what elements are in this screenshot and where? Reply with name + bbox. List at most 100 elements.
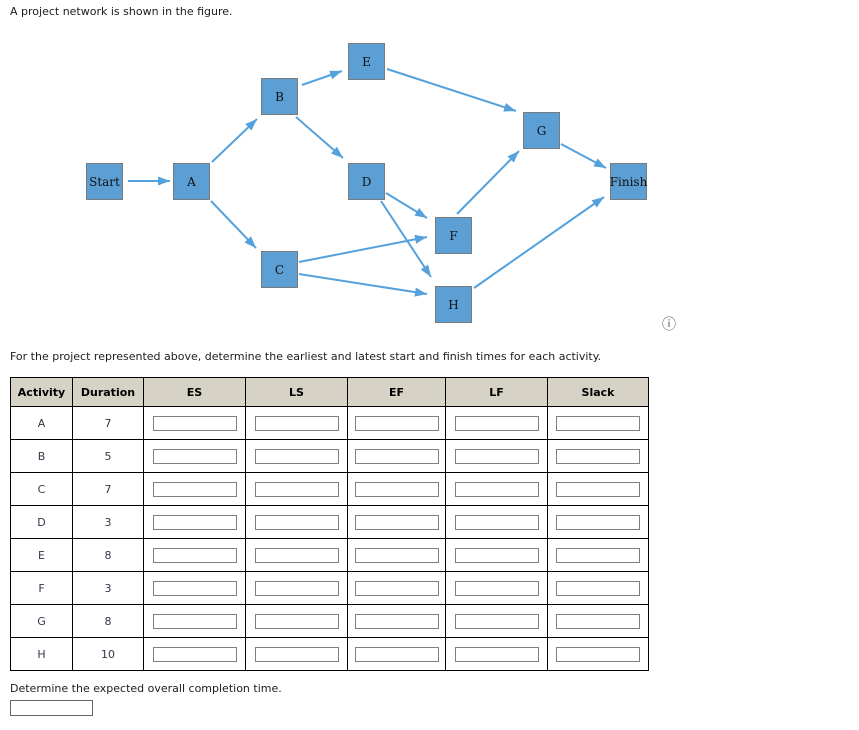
table-row: G 8 [10,604,649,638]
activity-table: Activity Duration ES LS EF LF Slack A 7 … [10,377,649,671]
slack-input[interactable] [556,646,640,662]
lf-input[interactable] [454,481,539,497]
node-f: F [435,217,472,254]
activity-label: A [10,406,73,440]
ls-input[interactable] [254,613,339,629]
ef-input[interactable] [354,415,439,431]
es-input[interactable] [152,646,237,662]
col-header-duration: Duration [72,377,144,407]
col-header-ef: EF [347,377,446,407]
activity-label: G [10,604,73,638]
node-h: H [435,286,472,323]
ef-input[interactable] [354,481,439,497]
table-header-row: Activity Duration ES LS EF LF Slack [10,377,649,407]
es-input[interactable] [152,448,237,464]
col-header-ls: LS [245,377,348,407]
lf-input[interactable] [454,547,539,563]
es-input[interactable] [152,514,237,530]
edge-c-h [298,273,428,297]
node-start: Start [86,163,123,200]
ef-input[interactable] [354,547,439,563]
slack-input[interactable] [556,415,640,431]
lf-input[interactable] [454,448,539,464]
slack-input[interactable] [556,613,640,629]
edge-f-g [456,150,520,215]
es-input[interactable] [152,613,237,629]
ef-input[interactable] [354,613,439,629]
es-input[interactable] [152,580,237,596]
ef-input[interactable] [354,646,439,662]
edge-a-c [210,200,257,249]
edge-d-f [385,192,428,219]
node-e: E [348,43,385,80]
instruction-text: For the project represented above, deter… [10,350,602,363]
node-a: A [173,163,210,200]
table-row: D 3 [10,505,649,539]
edge-g-finish [560,143,607,169]
es-input[interactable] [152,415,237,431]
duration-value: 5 [72,439,144,473]
ef-input[interactable] [354,580,439,596]
lf-input[interactable] [454,646,539,662]
info-icon[interactable]: ⓘ [662,317,676,333]
ls-input[interactable] [254,514,339,530]
duration-value: 8 [72,604,144,638]
lf-input[interactable] [454,514,539,530]
col-header-slack: Slack [547,377,649,407]
activity-label: F [10,571,73,605]
table-row: E 8 [10,538,649,572]
activity-label: C [10,472,73,506]
es-input[interactable] [152,481,237,497]
node-c: C [261,251,298,288]
ef-input[interactable] [354,448,439,464]
col-header-lf: LF [445,377,548,407]
duration-value: 8 [72,538,144,572]
edge-b-d [295,116,344,159]
edge-b-e [301,70,343,86]
lf-input[interactable] [454,613,539,629]
col-header-activity: Activity [10,377,73,407]
edge-d-h [380,200,432,278]
lf-input[interactable] [454,415,539,431]
node-d: D [348,163,385,200]
slack-input[interactable] [556,580,640,596]
ls-input[interactable] [254,481,339,497]
ef-input[interactable] [354,514,439,530]
duration-value: 3 [72,505,144,539]
completion-time-input[interactable] [10,700,93,716]
ls-input[interactable] [254,547,339,563]
col-header-es: ES [143,377,246,407]
edge-c-f [298,234,428,263]
slack-input[interactable] [556,481,640,497]
table-row: A 7 [10,406,649,440]
edge-e-g [386,68,517,112]
ls-input[interactable] [254,646,339,662]
activity-label: E [10,538,73,572]
table-row: H 10 [10,637,649,671]
activity-label: B [10,439,73,473]
ls-input[interactable] [254,580,339,596]
ls-input[interactable] [254,415,339,431]
slack-input[interactable] [556,514,640,530]
activity-label: H [10,637,73,671]
node-b: B [261,78,298,115]
lf-input[interactable] [454,580,539,596]
es-input[interactable] [152,547,237,563]
duration-value: 10 [72,637,144,671]
table-row: C 7 [10,472,649,506]
duration-value: 7 [72,406,144,440]
duration-value: 3 [72,571,144,605]
edge-h-finish [473,196,605,289]
completion-prompt: Determine the expected overall completio… [10,682,282,695]
ls-input[interactable] [254,448,339,464]
slack-input[interactable] [556,547,640,563]
edge-a-b [211,118,258,163]
duration-value: 7 [72,472,144,506]
table-row: B 5 [10,439,649,473]
node-finish: Finish [610,163,647,200]
slack-input[interactable] [556,448,640,464]
page-title: A project network is shown in the figure… [10,5,233,18]
activity-label: D [10,505,73,539]
node-g: G [523,112,560,149]
table-row: F 3 [10,571,649,605]
